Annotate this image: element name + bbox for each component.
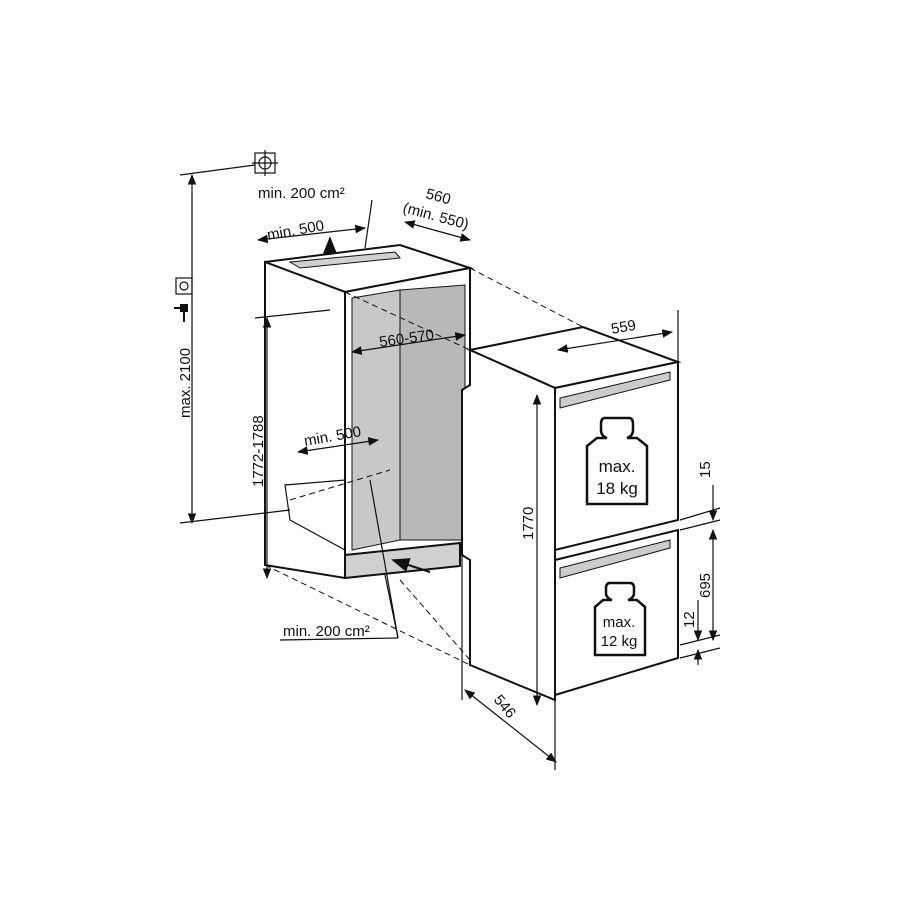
upper-gap-label: 15 (697, 461, 714, 478)
bottom-vent-label: min. 200 cm² (283, 623, 370, 640)
appliance-height-label: 1770 (520, 507, 537, 540)
lower-controls (559, 539, 671, 579)
upper-controls (559, 371, 671, 409)
niche-height-label: 1772-1788 (250, 415, 267, 487)
grounding-socket-icon (252, 150, 278, 176)
top-vent (288, 251, 401, 269)
upper-weight-line1: max. (599, 457, 636, 476)
lower-door-height-label: 695 (697, 573, 714, 598)
lower-weight-line1: max. (603, 614, 636, 631)
upper-weight-line2: 18 kg (596, 479, 638, 498)
depth-label: 560 (424, 185, 453, 208)
lower-weight-line2: 12 kg (601, 633, 638, 650)
weight-icon (585, 416, 649, 506)
vent-arrow-icon (391, 558, 431, 573)
power-plug-icon (174, 277, 193, 322)
lower-gap-label: 12 (681, 611, 698, 628)
appliance-width-label: 559 (610, 317, 638, 338)
weight-icon (593, 581, 647, 657)
max-height-label: max. 2100 (177, 348, 194, 418)
top-vent-width-label: min. 500 (266, 217, 326, 244)
appliance-depth-label: 546 (490, 692, 519, 722)
niche-cabinet (264, 243, 474, 580)
top-vent-label: min. 200 cm² (258, 185, 345, 202)
